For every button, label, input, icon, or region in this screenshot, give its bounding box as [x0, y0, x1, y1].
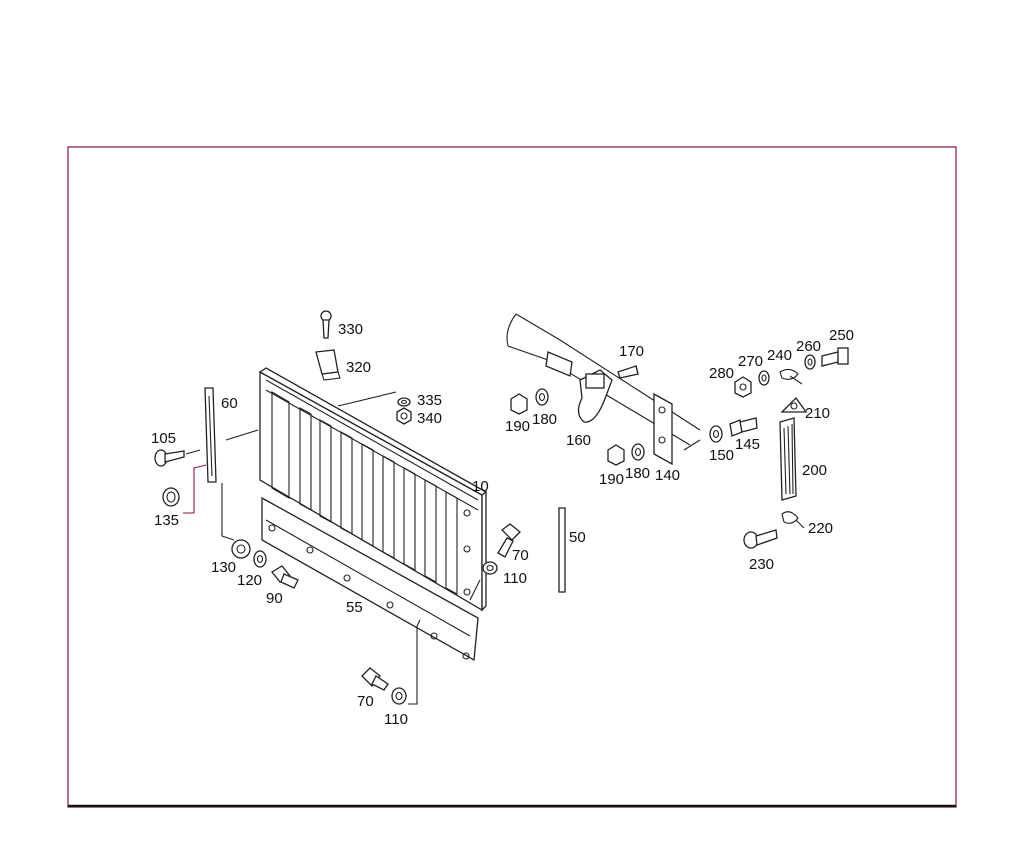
- label-330: 330: [338, 321, 363, 338]
- nut-280: [734, 376, 752, 398]
- screw-230: [743, 529, 778, 549]
- label-70-lower: 70: [357, 693, 374, 710]
- label-230: 230: [749, 556, 774, 573]
- label-180-upper: 180: [532, 411, 557, 428]
- label-260: 260: [796, 338, 821, 355]
- washer-270: [758, 370, 770, 386]
- nut-190-lower: [607, 444, 625, 466]
- label-135: 135: [154, 512, 179, 529]
- label-340: 340: [417, 410, 442, 427]
- washer-110-lower: [391, 687, 407, 705]
- label-10: 10: [472, 478, 489, 495]
- label-240: 240: [767, 347, 792, 364]
- label-280: 280: [709, 365, 734, 382]
- label-220: 220: [808, 520, 833, 537]
- support-rod: [506, 313, 701, 446]
- label-200: 200: [802, 462, 827, 479]
- washer-180-upper: [535, 388, 549, 406]
- bracket-210: [780, 396, 808, 413]
- bolt-70-upper: [497, 523, 521, 558]
- clip-240: [779, 368, 803, 385]
- label-105: 105: [151, 430, 176, 447]
- label-320: 320: [346, 359, 371, 376]
- label-210: 210: [805, 405, 830, 422]
- label-60: 60: [221, 395, 238, 412]
- label-190-upper: 190: [505, 418, 530, 435]
- label-130: 130: [211, 559, 236, 576]
- bolt-90: [271, 565, 299, 589]
- washer-260: [804, 354, 816, 370]
- plate-140: [653, 392, 673, 466]
- nut-190-upper: [510, 393, 528, 415]
- label-270: 270: [738, 353, 763, 370]
- side-bracket-60: [204, 387, 259, 483]
- washer-180-lower: [631, 443, 645, 461]
- clip-220: [781, 511, 805, 529]
- strap-200: [779, 417, 797, 501]
- screw-105: [154, 449, 201, 467]
- screw-330: [320, 310, 332, 339]
- label-180-lower: 180: [625, 465, 650, 482]
- washer-120: [253, 550, 267, 568]
- nut-340: [396, 407, 412, 425]
- label-120: 120: [237, 572, 262, 589]
- label-150: 150: [709, 447, 734, 464]
- seal-strip-50: [558, 507, 566, 593]
- bolt-145: [729, 417, 758, 437]
- label-160: 160: [566, 432, 591, 449]
- label-90: 90: [266, 590, 283, 607]
- clip-320: [315, 349, 341, 381]
- label-190-lower: 190: [599, 471, 624, 488]
- bottom-strip-55: [261, 496, 479, 662]
- bushing-130: [231, 539, 251, 559]
- label-250: 250: [829, 327, 854, 344]
- washer-150: [709, 425, 723, 443]
- screw-170: [617, 365, 639, 379]
- label-170: 170: [619, 343, 644, 360]
- bolt-70-lower: [361, 667, 389, 691]
- label-70-upper: 70: [512, 547, 529, 564]
- label-55: 55: [346, 599, 363, 616]
- washer-110-upper: [482, 561, 498, 575]
- washer-335: [397, 397, 411, 407]
- label-110-upper: 110: [503, 570, 527, 587]
- bolt-250: [821, 347, 849, 367]
- label-140: 140: [655, 467, 680, 484]
- label-145: 145: [735, 436, 760, 453]
- tailgate-panel-10: [258, 367, 488, 612]
- label-110-lower: 110: [384, 711, 408, 728]
- label-335: 335: [417, 392, 442, 409]
- hinge-160: [577, 369, 613, 423]
- bushing-135: [162, 487, 180, 507]
- label-50: 50: [569, 529, 586, 546]
